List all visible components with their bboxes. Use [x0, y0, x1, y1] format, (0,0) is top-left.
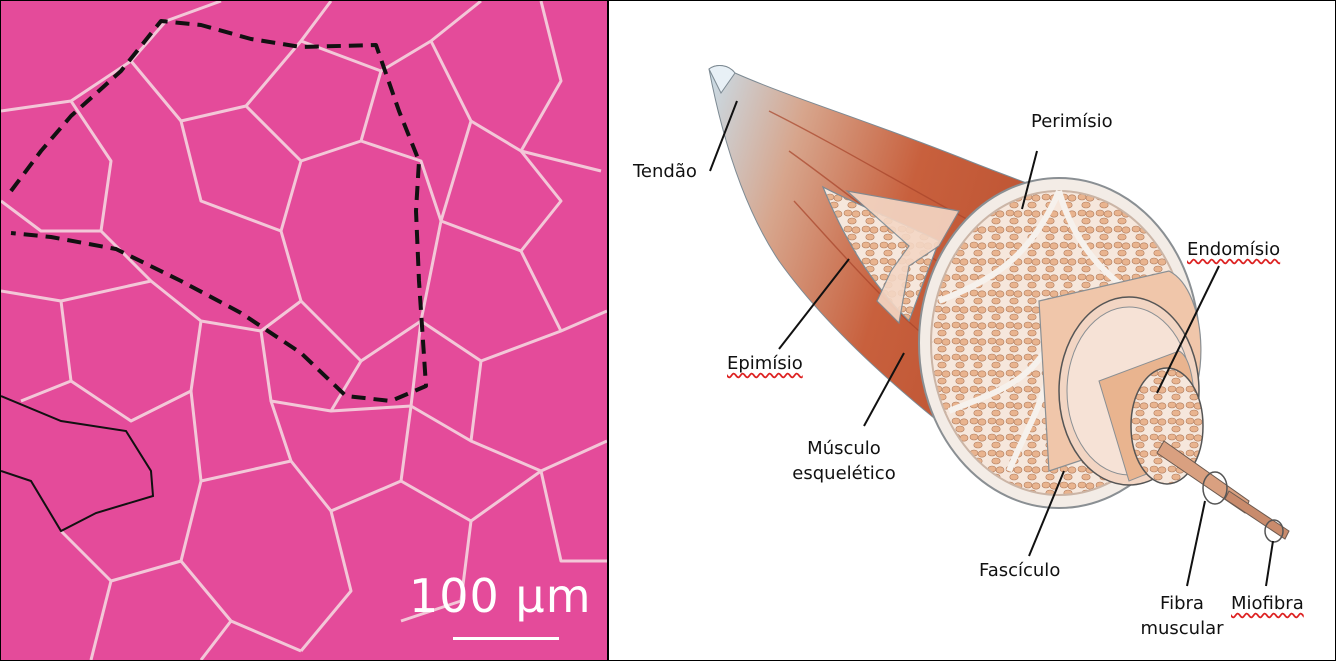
label-tendon: Tendão	[633, 159, 697, 184]
scale-bar	[453, 637, 559, 640]
histology-panel: 100 µm	[1, 1, 609, 660]
label-muscle-fiber: Fibra muscular	[1127, 591, 1237, 641]
label-skeletal-muscle-line2: esquelético	[779, 461, 909, 486]
muscle-diagram-panel: Tendão Perimísio Endomísio Epimísio Músc…	[609, 1, 1335, 660]
label-muscle-fiber-line1: Fibra	[1127, 591, 1237, 616]
fiber-leader-line	[1187, 501, 1205, 586]
scale-bar-label: 100 µm	[409, 569, 592, 623]
label-fascicle: Fascículo	[979, 558, 1060, 583]
label-perimysium: Perimísio	[1031, 109, 1113, 134]
label-epimysium: Epimísio	[727, 351, 803, 376]
myofibril-leader-line	[1266, 541, 1273, 586]
label-skeletal-muscle-line1: Músculo	[779, 436, 909, 461]
label-skeletal-muscle: Músculo esquelético	[779, 436, 909, 486]
label-endomysium: Endomísio	[1187, 237, 1280, 262]
label-myofibril: Miofibra	[1231, 591, 1304, 616]
histology-image	[1, 1, 607, 660]
label-muscle-fiber-line2: muscular	[1127, 616, 1237, 641]
muscle-illustration	[609, 1, 1335, 660]
